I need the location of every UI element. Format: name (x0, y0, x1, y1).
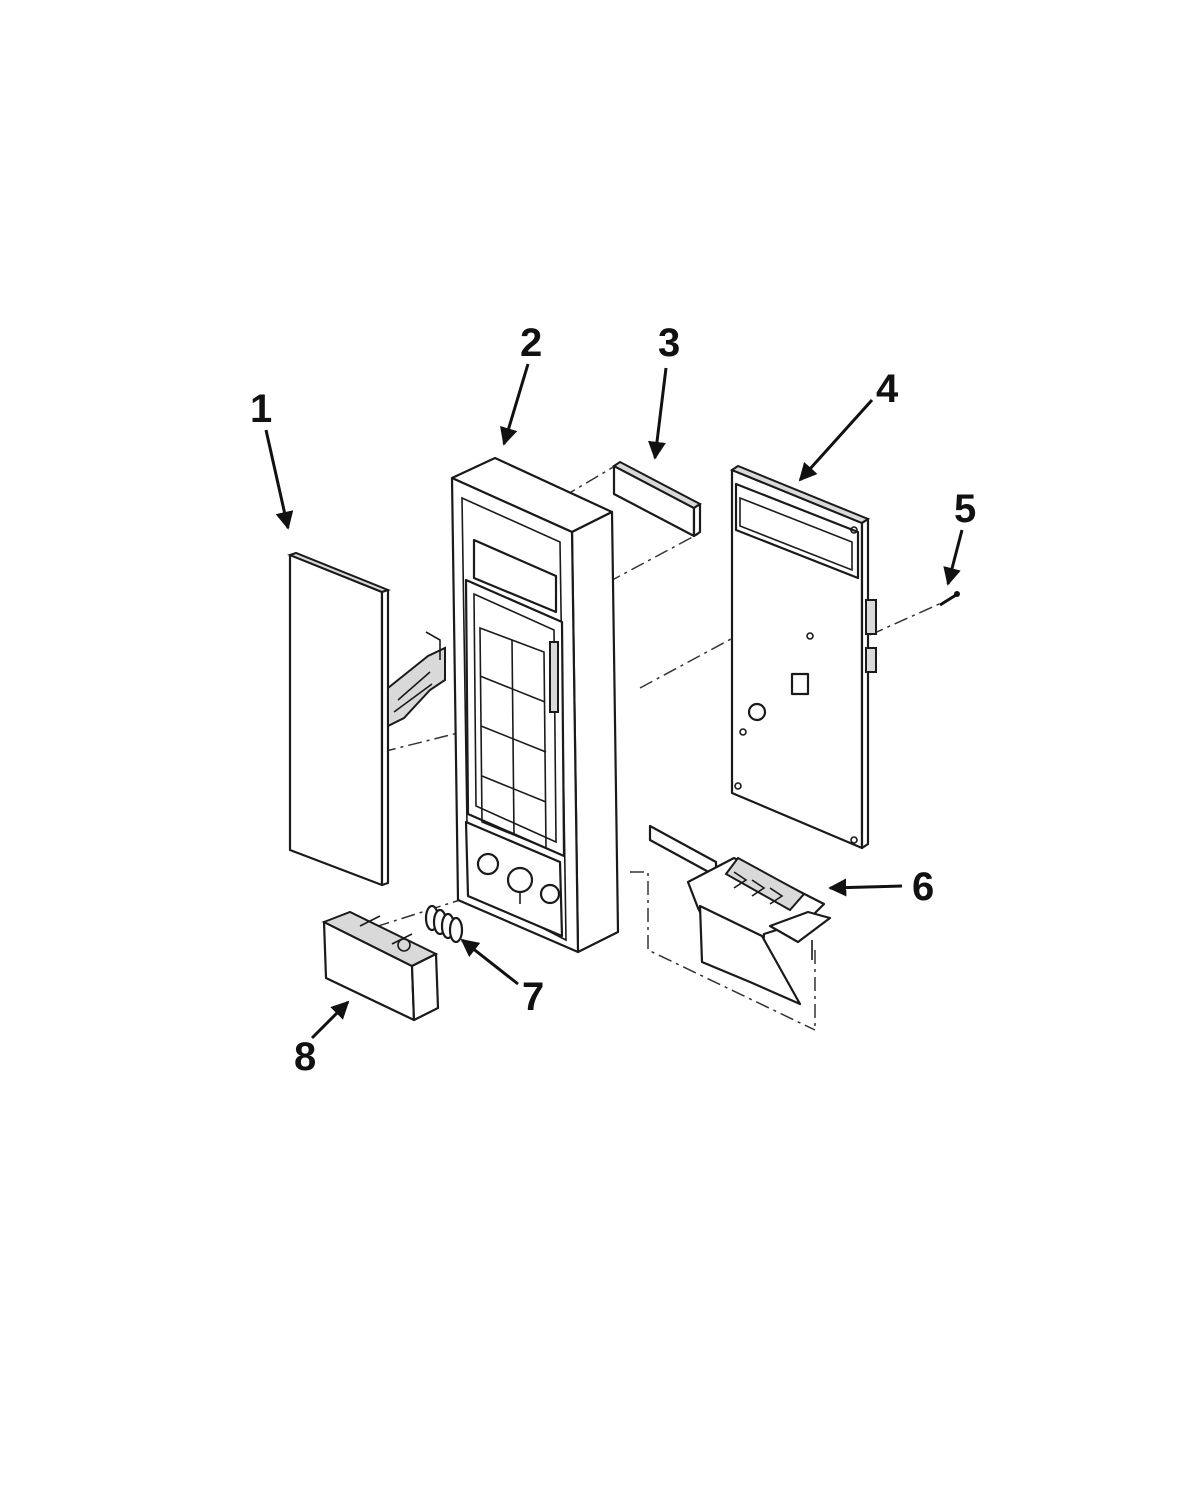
part-8-release-button (321, 910, 440, 1022)
callout-8: 8 (294, 1035, 316, 1079)
callout-5: 5 (954, 487, 976, 531)
callout-labels: 1 2 3 4 5 6 7 8 (250, 321, 976, 1079)
callout-3: 3 (658, 321, 680, 365)
callout-6: 6 (912, 865, 934, 909)
part-4-circuit-board (729, 464, 877, 850)
callout-7: 7 (522, 975, 544, 1019)
callout-2: 2 (520, 321, 542, 365)
callout-4: 4 (876, 367, 899, 411)
callout-1: 1 (250, 387, 272, 431)
part-6-latch-bracket (648, 824, 832, 1006)
part-7-spring (424, 904, 464, 944)
leader-arrows (264, 363, 964, 1040)
part-5-screw (939, 591, 960, 607)
part-2-control-panel-housing (450, 456, 620, 954)
part-1-touch-membrane (287, 551, 446, 887)
part-3-shield-bracket (612, 460, 702, 538)
